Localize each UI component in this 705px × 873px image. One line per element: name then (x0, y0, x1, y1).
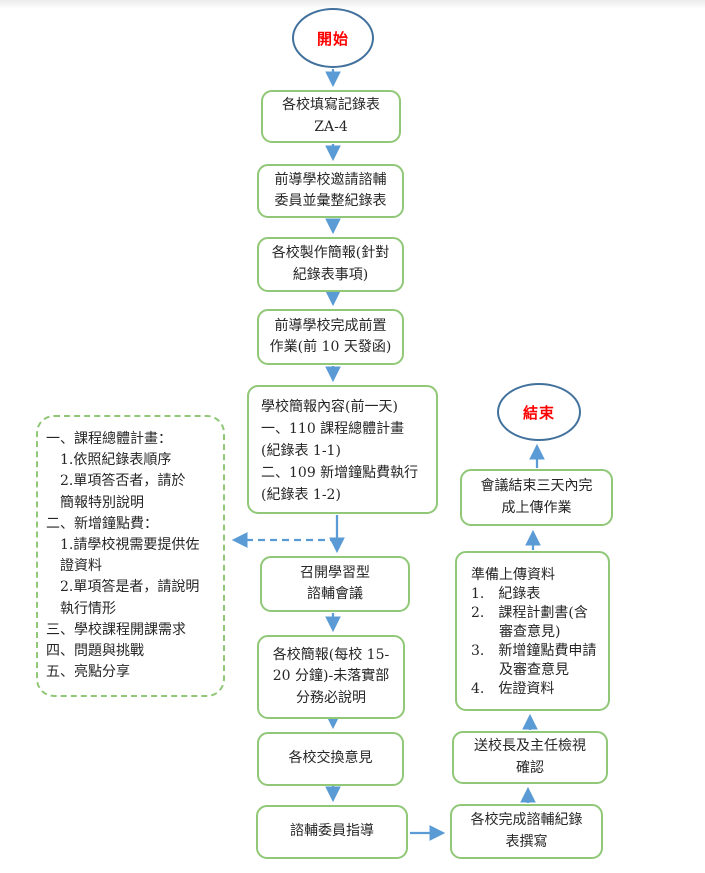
node-prepare-upload: 準備上傳資料 1. 紀錄表 2. 課程計劃書(含 審查意見) 3. 新增鐘點費申… (455, 551, 610, 711)
node-exchange-opinions: 各校交換意見 (257, 732, 404, 786)
note-presentation-guidelines: 一、課程總體計畫： 1.依照紀錄表順序 2.單項答否者，請於 簡報特別說明 二、… (36, 415, 225, 697)
node-hold-meeting: 召開學習型 諮輔會議 (260, 556, 410, 612)
node-principal-review: 送校長及主任檢視 確認 (452, 731, 608, 784)
node-complete-record: 各校完成諮輔紀錄 表撰寫 (450, 804, 603, 859)
node-committee-guidance: 諮輔委員指導 (256, 805, 408, 859)
start-oval: 開始 (292, 8, 374, 68)
node-presentation-content: 學校簡報內容(前一天) 一、110 課程總體計畫 (紀錄表 1-1) 二、109… (247, 385, 438, 514)
node-fill-record-form: 各校填寫記錄表 ZA-4 (261, 90, 401, 143)
node-invite-committee: 前導學校邀請諮輔 委員並彙整紀錄表 (257, 164, 404, 218)
end-oval: 結束 (497, 383, 581, 441)
node-upload-within-3-days: 會議結束三天內完 成上傳作業 (460, 469, 613, 526)
node-school-presentation: 各校簡報(每校 15- 20 分鐘)-未落實部 分務必說明 (257, 635, 405, 719)
node-pre-work: 前導學校完成前置 作業(前 10 天發函) (257, 309, 404, 365)
node-make-presentation: 各校製作簡報(針對 紀錄表事項) (257, 237, 404, 292)
